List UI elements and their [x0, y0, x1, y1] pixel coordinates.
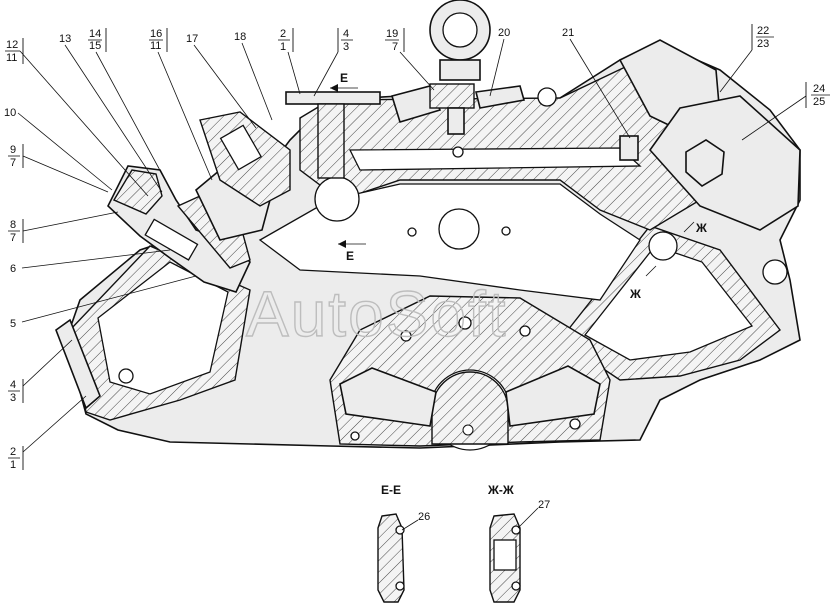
callout-12-11: 12 11	[5, 38, 149, 197]
callout-13: 13	[59, 33, 163, 193]
svg-text:Ж: Ж	[695, 221, 707, 235]
section-marker-zh-bottom: Ж	[629, 265, 657, 301]
callout-5: 5	[10, 275, 197, 330]
svg-text:12: 12	[6, 39, 18, 51]
section-marker-e-top: Е	[330, 71, 358, 92]
callout-16-11: 16 11	[149, 28, 213, 181]
svg-text:21: 21	[562, 27, 574, 39]
svg-text:3: 3	[343, 41, 349, 53]
svg-text:1: 1	[10, 459, 16, 471]
svg-text:Е-Е: Е-Е	[381, 483, 401, 497]
callout-2-1-left: 2 1	[8, 395, 87, 471]
section-view-e-e: Е-Е 26	[377, 483, 430, 603]
callout-4-3-top: 4 3	[313, 28, 353, 97]
callout-20: 20	[489, 27, 510, 97]
section-view-zh-zh: Ж-Ж 27	[487, 483, 550, 603]
svg-text:3: 3	[10, 392, 16, 404]
svg-text:1: 1	[280, 41, 286, 53]
svg-text:Ж-Ж: Ж-Ж	[487, 483, 514, 497]
svg-text:10: 10	[4, 107, 16, 119]
section-marker-e-bottom: Е	[338, 240, 366, 263]
watermark-text: AutoSoft	[246, 278, 508, 350]
callout-4-3-left: 4 3	[8, 339, 73, 404]
svg-text:7: 7	[392, 41, 398, 53]
svg-text:20: 20	[498, 27, 510, 39]
svg-text:15: 15	[89, 40, 101, 52]
svg-text:14: 14	[89, 28, 101, 40]
left-injector-assembly	[55, 111, 291, 410]
callout-19-7: 19 7	[385, 28, 435, 91]
svg-text:7: 7	[10, 157, 16, 169]
svg-text:11: 11	[150, 40, 161, 52]
callout-24-25: 24 25	[741, 82, 830, 141]
svg-text:8: 8	[10, 219, 16, 231]
svg-text:19: 19	[386, 28, 398, 40]
callout-18: 18	[234, 31, 273, 121]
svg-text:24: 24	[813, 83, 825, 95]
svg-text:2: 2	[10, 446, 16, 458]
svg-text:4: 4	[343, 28, 349, 40]
svg-text:6: 6	[10, 263, 16, 275]
svg-text:5: 5	[10, 318, 16, 330]
svg-text:16: 16	[150, 28, 162, 40]
callout-27: 27	[538, 499, 550, 511]
svg-text:Е: Е	[346, 249, 354, 263]
svg-text:18: 18	[234, 31, 246, 43]
svg-text:17: 17	[186, 33, 198, 45]
svg-text:4: 4	[10, 379, 16, 391]
svg-text:13: 13	[59, 33, 71, 45]
callout-21: 21	[562, 27, 631, 139]
callout-10: 10	[4, 107, 113, 191]
callout-22-23: 22 23	[719, 24, 774, 93]
callout-14-15: 14 15	[88, 28, 177, 201]
svg-text:Е: Е	[340, 71, 348, 85]
svg-text:11: 11	[6, 52, 17, 64]
callout-2-1-top: 2 1	[278, 28, 301, 95]
callout-9-7: 9 7	[8, 144, 109, 193]
svg-text:22: 22	[757, 25, 769, 37]
callout-6: 6	[10, 249, 171, 275]
right-filter-housing	[618, 39, 801, 231]
callout-26: 26	[418, 511, 430, 523]
svg-text:7: 7	[10, 232, 16, 244]
svg-text:25: 25	[813, 96, 825, 108]
callout-17: 17	[186, 33, 257, 129]
svg-text:Ж: Ж	[629, 287, 641, 301]
callout-8-7: 8 7	[8, 211, 119, 244]
svg-text:9: 9	[10, 144, 16, 156]
lifting-eye-and-fittings	[285, 0, 526, 179]
svg-text:2: 2	[280, 28, 286, 40]
svg-text:23: 23	[757, 38, 769, 50]
section-marker-zh-top: Ж	[683, 221, 707, 235]
